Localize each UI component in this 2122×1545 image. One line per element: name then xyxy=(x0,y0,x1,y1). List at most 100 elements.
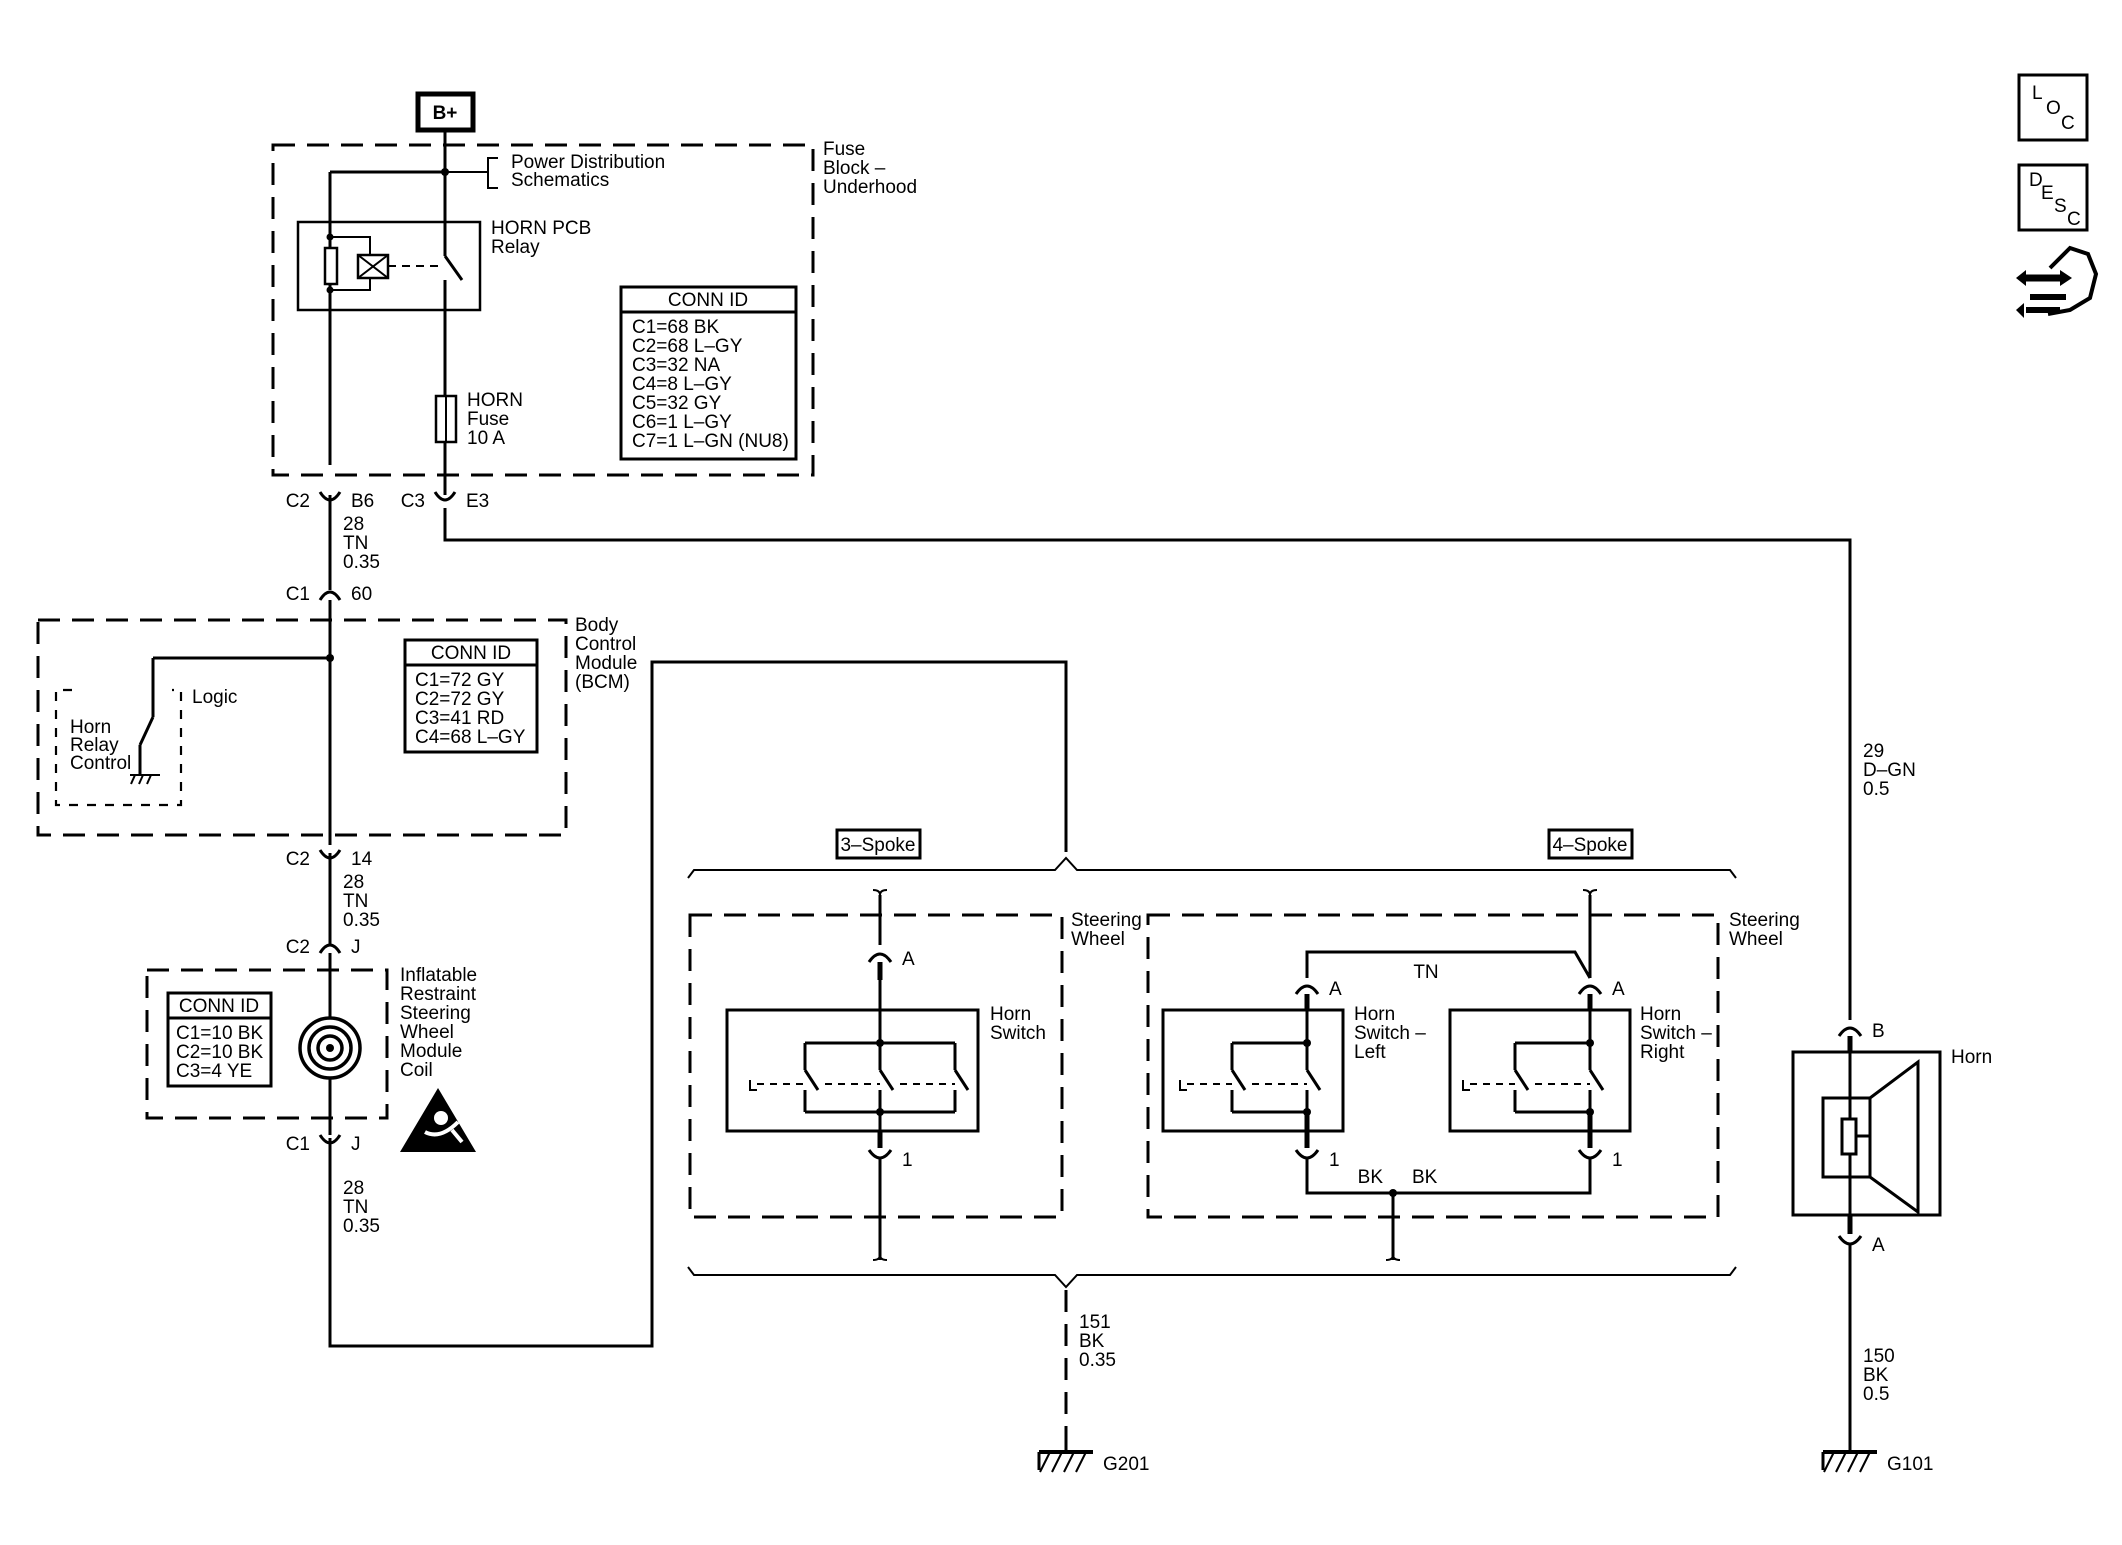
fuse-block-conn-id-title: CONN ID xyxy=(668,290,748,311)
fuse-label-1: HORN xyxy=(467,390,523,411)
fuse-block-conn-id-table: CONN ID C1=68 BK C2=68 L–GY C3=32 NA C4=… xyxy=(619,285,798,461)
desc-button[interactable]: D E S C xyxy=(2017,163,2089,232)
coil-name-4: Wheel xyxy=(400,1022,454,1043)
wire-circuit: 150 xyxy=(1863,1346,1895,1367)
connector-label: E3 xyxy=(466,491,489,512)
bcm-name-3: Module xyxy=(575,653,637,674)
fuse-block-conn-id-row: C6=1 L–GY xyxy=(632,412,732,433)
clockspring-coil-icon xyxy=(298,1005,362,1090)
wire-size: 0.5 xyxy=(1863,1384,1889,1405)
wire-color: TN xyxy=(343,1197,368,1218)
wire-circuit: 28 xyxy=(343,1178,364,1199)
coil-conn-id-title: CONN ID xyxy=(179,996,259,1017)
horn-switch-right xyxy=(1448,1008,1632,1133)
loc-letter: O xyxy=(2046,98,2061,119)
connector-label: 1 xyxy=(1329,1150,1340,1171)
coil-name-6: Coil xyxy=(400,1060,433,1081)
coil-name-1: Inflatable xyxy=(400,965,477,986)
connector-label: 14 xyxy=(351,849,373,870)
connector-label: A xyxy=(1329,979,1342,1000)
right-switch-label-1: Horn xyxy=(1640,1004,1681,1025)
bcm-conn-id-row: C1=72 GY xyxy=(415,670,505,691)
connector-label: C2 xyxy=(286,491,310,512)
bcm-name-2: Control xyxy=(575,634,636,655)
bcm-name-1: Body xyxy=(575,615,619,636)
power-distribution-label-1: Power Distribution xyxy=(511,152,665,173)
fuse-block-conn-id-row: C3=32 NA xyxy=(632,355,721,376)
desc-letter: D xyxy=(2029,170,2043,191)
fuse-block-conn-id-row: C5=32 GY xyxy=(632,393,722,414)
coil-name-2: Restraint xyxy=(400,984,477,1005)
wire-color: TN xyxy=(343,533,368,554)
battery-supply: B+ xyxy=(415,91,476,133)
bcm-conn-id-row: C2=72 GY xyxy=(415,689,505,710)
connector-label: C2 xyxy=(286,849,310,870)
bcm-conn-id-row: C3=41 RD xyxy=(415,708,504,729)
bcm-conn-id-row: C4=68 L–GY xyxy=(415,727,526,748)
relay-label-2: Relay xyxy=(491,237,540,258)
horn-switch-3spoke xyxy=(725,1008,980,1133)
connector-label: A xyxy=(902,949,915,970)
right-switch-label-2: Switch – xyxy=(1640,1023,1712,1044)
horn-switch-label-2: Switch xyxy=(990,1023,1046,1044)
wire-size: 0.35 xyxy=(1079,1350,1116,1371)
wire-circuit: 28 xyxy=(343,872,364,893)
relay-label-1: HORN PCB xyxy=(491,218,591,239)
steering-wheel-label-2: Wheel xyxy=(1729,929,1783,950)
battery-label: B+ xyxy=(433,103,458,124)
left-switch-label-1: Horn xyxy=(1354,1004,1395,1025)
fuse-block-conn-id-row: C7=1 L–GN (NU8) xyxy=(632,431,789,452)
loc-letter: C xyxy=(2061,113,2075,134)
ground-label: G201 xyxy=(1103,1454,1149,1475)
loc-letter: L xyxy=(2032,83,2043,104)
four-spoke-steering-wheel: Steering Wheel TN A Horn Switch – Left xyxy=(1146,889,1800,1261)
fuse-block-underhood: Fuse Block – Underhood Power Distributio… xyxy=(271,130,917,495)
coil-name-5: Module xyxy=(400,1041,462,1062)
fuse-block-outline xyxy=(271,143,815,477)
left-switch-label-2: Switch – xyxy=(1354,1023,1426,1044)
fuse-block-name-3: Underhood xyxy=(823,177,917,198)
fuse-block-conn-id-row: C1=68 BK xyxy=(632,317,719,338)
loc-button[interactable]: L O C xyxy=(2017,73,2089,142)
connector-label: B xyxy=(1872,1021,1885,1042)
coil-name-3: Steering xyxy=(400,1003,471,1024)
wire-size: 0.35 xyxy=(343,910,380,931)
horn-relay-control-3: Control xyxy=(70,753,131,774)
horn-switch-label-1: Horn xyxy=(990,1004,1031,1025)
connector-label: C2 xyxy=(286,937,310,958)
ground-label: G101 xyxy=(1887,1454,1933,1475)
wire-color: BK xyxy=(1079,1331,1105,1352)
wire-circuit: 28 xyxy=(343,514,364,535)
connector-label: 1 xyxy=(902,1150,913,1171)
fuse-block-name-1: Fuse xyxy=(823,139,865,160)
three-spoke-steering-wheel: Steering Wheel A Horn Switch xyxy=(688,889,1142,1261)
coil-conn-id-table: CONN ID C1=10 BK C2=10 BK C3=4 YE xyxy=(166,991,273,1088)
wire-color: TN xyxy=(343,891,368,912)
connector-label: C1 xyxy=(286,1134,310,1155)
steering-top-brace xyxy=(687,856,1737,879)
horn-relay-control-2: Relay xyxy=(70,735,119,756)
wire-28-tn-b: 28 TN 0.35 xyxy=(328,853,380,945)
desc-letter: C xyxy=(2067,209,2081,230)
wire-circuit: 151 xyxy=(1079,1312,1111,1333)
connector-label: C3 xyxy=(401,491,425,512)
fuse-block-name-2: Block – xyxy=(823,158,886,179)
connector-label: 1 xyxy=(1612,1150,1623,1171)
horn-speaker-icon xyxy=(1821,1059,1920,1215)
tn-jumper-label: TN xyxy=(1413,962,1438,983)
wire-28-tn-a: 28 TN 0.35 xyxy=(343,514,380,573)
bk-label-left: BK xyxy=(1358,1167,1384,1188)
horn-relay-control-switch xyxy=(138,716,155,746)
bcm-conn-id-title: CONN ID xyxy=(431,643,511,664)
connector-hand-icon[interactable] xyxy=(2016,245,2099,318)
ground-g101: G101 xyxy=(1821,1440,1933,1475)
airbag-warning-icon xyxy=(400,1088,476,1152)
steering-wheel-label-1: Steering xyxy=(1071,910,1142,931)
connector-label: B6 xyxy=(351,491,374,512)
fuse-block-conn-id-row: C4=8 L–GY xyxy=(632,374,732,395)
bcm-outline xyxy=(36,618,568,837)
connector-label: C1 xyxy=(286,584,310,605)
desc-letter: S xyxy=(2054,196,2067,217)
left-switch-label-3: Left xyxy=(1354,1042,1386,1063)
